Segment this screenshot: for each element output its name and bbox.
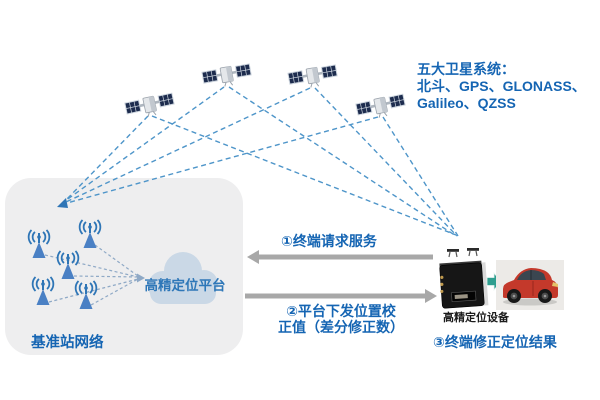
antenna-tower-icon bbox=[27, 229, 51, 259]
request-arrow-icon bbox=[247, 250, 433, 264]
satellite-signal-lines-to-base bbox=[64, 86, 379, 204]
cloud-link-arrowhead-icon bbox=[137, 273, 145, 283]
antenna-tower-icon bbox=[74, 280, 98, 310]
platform-label: 高精定位平台 bbox=[144, 278, 226, 293]
base-signal-arrowhead-icon bbox=[57, 198, 68, 208]
base-station-network-label: 基准站网络 bbox=[31, 335, 104, 351]
step2-line2: 正值（差分修正数） bbox=[278, 318, 404, 335]
step2-send-correction-label: ②平台下发位置校 正值（差分修正数） bbox=[270, 303, 412, 335]
step1-request-service-label: ①终端请求服务 bbox=[281, 233, 377, 249]
base-station-links bbox=[44, 244, 139, 306]
antenna-tower-icon bbox=[31, 276, 55, 306]
satellite-systems-line3: Galileo、QZSS bbox=[417, 95, 516, 111]
satellite-signal-lines-to-device bbox=[151, 86, 459, 237]
satellite-systems-title: 五大卫星系统： 北斗、GPS、GLONASS、 Galileo、QZSS bbox=[417, 61, 586, 112]
satellite-icon bbox=[124, 91, 177, 122]
satellite-systems-title-line1: 五大卫星系统： bbox=[417, 61, 515, 77]
satellite-systems-line2: 北斗、GPS、GLONASS、 bbox=[417, 78, 586, 94]
step3-corrected-result-label: ③终端修正定位结果 bbox=[433, 334, 557, 350]
step2-line1: ②平台下发位置校 bbox=[286, 303, 396, 319]
antenna-tower-icon bbox=[78, 219, 102, 249]
cloud-icon bbox=[148, 252, 218, 304]
satellite-icon bbox=[287, 63, 339, 92]
base-station-panel bbox=[5, 178, 243, 355]
antenna-tower-icon bbox=[56, 250, 80, 280]
device-label: 高精定位设备 bbox=[443, 312, 509, 324]
satellite-icon bbox=[201, 62, 253, 91]
car-icon bbox=[496, 260, 564, 310]
satellite-icon bbox=[355, 92, 408, 123]
positioning-device-icon bbox=[439, 248, 489, 309]
correction-arrow-icon bbox=[245, 289, 437, 303]
